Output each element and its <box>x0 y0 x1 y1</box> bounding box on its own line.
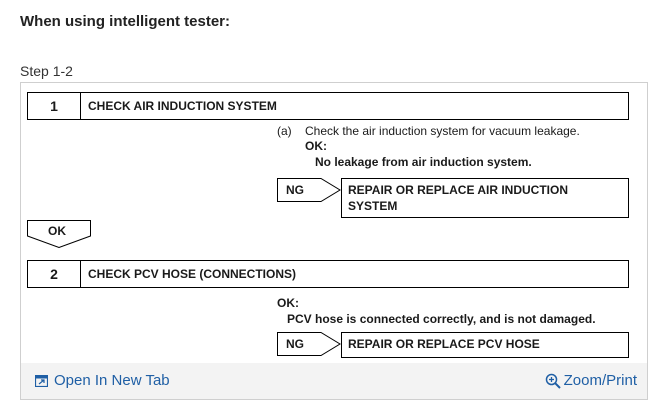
zoom-print-link[interactable]: Zoom/Print <box>545 372 637 389</box>
open-new-tab-icon <box>35 374 48 387</box>
step1-ng-action-box: REPAIR OR REPLACE AIR INDUCTION SYSTEM <box>341 178 629 218</box>
ng-arrow-icon <box>277 332 341 356</box>
step2-ng-action-box: REPAIR OR REPLACE PCV HOSE <box>341 332 629 358</box>
step1-number: 1 <box>28 93 81 119</box>
step1-instruction: Check the air induction system for vacuu… <box>305 124 580 138</box>
ok-arrow-label: OK <box>48 224 66 238</box>
zoom-print-label: Zoom/Print <box>563 372 637 389</box>
ok-down-arrow-icon <box>27 220 91 248</box>
step2-title: CHECK PCV HOSE (CONNECTIONS) <box>88 267 297 281</box>
step2-ng-label: NG <box>286 337 304 351</box>
open-new-tab-label: Open In New Tab <box>54 372 170 389</box>
step1-title: CHECK AIR INDUCTION SYSTEM <box>88 99 277 113</box>
diagram-footer: Open In New Tab Zoom/Print <box>21 363 647 399</box>
step2-ng-arrow: NG <box>277 332 341 356</box>
procedure-diagram-frame: 1 CHECK AIR INDUCTION SYSTEM (a) Check t… <box>20 82 648 400</box>
step1-ng-action-line1: REPAIR OR REPLACE AIR INDUCTION <box>348 183 569 197</box>
step1-ok-text: No leakage from air induction system. <box>315 155 532 169</box>
step1-ng-action-line2: SYSTEM <box>348 199 398 213</box>
step-label: Step 1-2 <box>20 63 73 79</box>
step2-ng-action: REPAIR OR REPLACE PCV HOSE <box>348 337 540 351</box>
step2-ok-label: OK: <box>277 296 299 310</box>
step1-header: 1 CHECK AIR INDUCTION SYSTEM <box>27 92 629 120</box>
magnifier-plus-icon <box>545 373 561 389</box>
step2-number: 2 <box>28 261 81 287</box>
step1-ok-label: OK: <box>305 139 327 153</box>
open-new-tab-link[interactable]: Open In New Tab <box>35 372 170 389</box>
step1-ng-label: NG <box>286 183 304 197</box>
ok-arrow: OK <box>27 220 91 248</box>
step1-instruction-marker: (a) <box>277 124 292 138</box>
step2-header: 2 CHECK PCV HOSE (CONNECTIONS) <box>27 260 629 288</box>
ng-arrow-icon <box>277 178 341 202</box>
page-heading: When using intelligent tester: <box>20 13 231 30</box>
step1-ng-arrow: NG <box>277 178 341 202</box>
step2-ok-text: PCV hose is connected correctly, and is … <box>287 312 596 326</box>
